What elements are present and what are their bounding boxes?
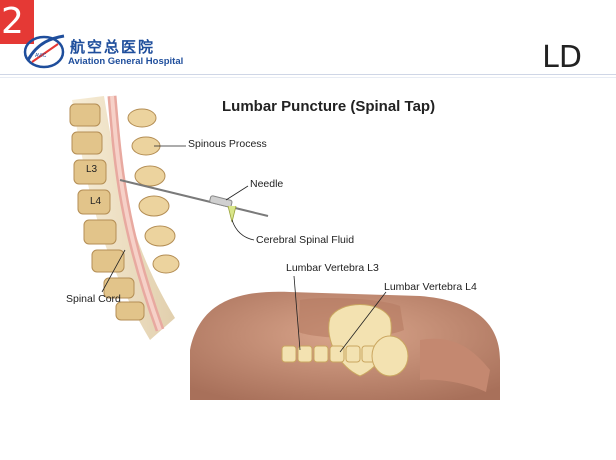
leader-lines [101, 145, 387, 353]
hospital-name-en: Aviation General Hospital [68, 56, 184, 67]
label-needle: Needle [250, 178, 284, 190]
hospital-logo-icon: AVIC [23, 34, 65, 69]
header-divider-secondary [0, 77, 616, 78]
hospital-name-cn: 航空总医院 [70, 38, 156, 56]
slide-number-badge: 2 [0, 0, 34, 44]
label-lumbar-vertebra-l4: Lumbar Vertebra L4 [384, 281, 477, 293]
pelvis-vertebrae-illustration [281, 304, 409, 377]
label-l4: L4 [90, 196, 102, 207]
needle-illustration [119, 179, 269, 223]
figure-title: Lumbar Puncture (Spinal Tap) [222, 98, 436, 115]
label-cerebral-spinal-fluid: Cerebral Spinal Fluid [256, 234, 355, 246]
header-divider [0, 74, 616, 75]
spine-column-illustration [69, 95, 180, 340]
label-lumbar-vertebra-l3: Lumbar Vertebra L3 [286, 262, 379, 274]
label-spinal-cord: Spinal Cord [66, 293, 121, 305]
label-spinous-process: Spinous Process [188, 138, 267, 150]
logo-text: AVIC [35, 53, 47, 59]
corner-title: LD [542, 40, 582, 75]
label-l3: L3 [86, 164, 98, 175]
